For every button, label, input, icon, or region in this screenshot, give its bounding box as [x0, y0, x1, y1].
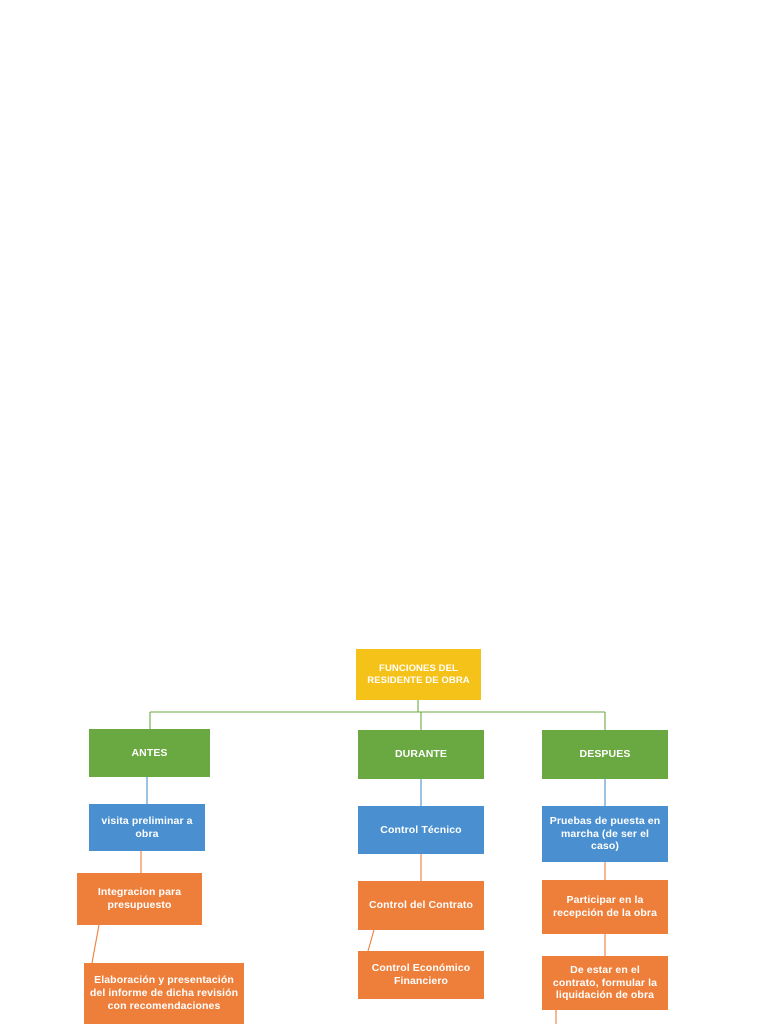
- node-despues-child-2[interactable]: Participar en la recepción de la obra: [542, 880, 668, 934]
- node-despues-child-3-label: De estar en el contrato, formular la liq…: [552, 963, 658, 1002]
- node-durante-child-3-label: Control Económico Financiero: [371, 962, 471, 987]
- node-durante-child-3[interactable]: Control Económico Financiero: [358, 951, 484, 999]
- node-despues-child-2-label: Participar en la recepción de la obra: [552, 894, 658, 919]
- branch-node-durante-label: DURANTE: [394, 748, 448, 761]
- node-durante-child-1[interactable]: Control Técnico: [358, 806, 484, 854]
- branch-node-despues-label: DESPUES: [579, 748, 631, 761]
- node-despues-child-1[interactable]: Pruebas de puesta en marcha (de ser el c…: [542, 806, 668, 862]
- node-antes-child-1[interactable]: visita preliminar a obra: [89, 804, 205, 851]
- node-despues-child-3[interactable]: De estar en el contrato, formular la liq…: [542, 956, 668, 1010]
- node-durante-child-2[interactable]: Control del Contrato: [358, 881, 484, 930]
- root-node-label: FUNCIONES DEL RESIDENTE DE OBRA: [367, 662, 470, 686]
- root-node[interactable]: FUNCIONES DEL RESIDENTE DE OBRA: [356, 649, 481, 700]
- branch-node-antes-label: ANTES: [131, 746, 168, 759]
- node-durante-child-2-label: Control del Contrato: [368, 899, 474, 912]
- node-antes-child-2-label: Integracion para presupuesto: [97, 886, 182, 911]
- node-antes-child-3-label: Elaboración y presentación del informe d…: [89, 974, 239, 1012]
- branch-node-durante[interactable]: DURANTE: [358, 730, 484, 779]
- node-antes-child-1-label: visita preliminar a obra: [101, 814, 193, 840]
- branch-node-despues[interactable]: DESPUES: [542, 730, 668, 779]
- node-despues-child-1-label: Pruebas de puesta en marcha (de ser el c…: [549, 814, 661, 853]
- node-durante-child-1-label: Control Técnico: [380, 823, 462, 836]
- node-antes-child-2[interactable]: Integracion para presupuesto: [77, 873, 202, 925]
- branch-node-antes[interactable]: ANTES: [89, 729, 210, 777]
- node-antes-child-3[interactable]: Elaboración y presentación del informe d…: [84, 963, 244, 1024]
